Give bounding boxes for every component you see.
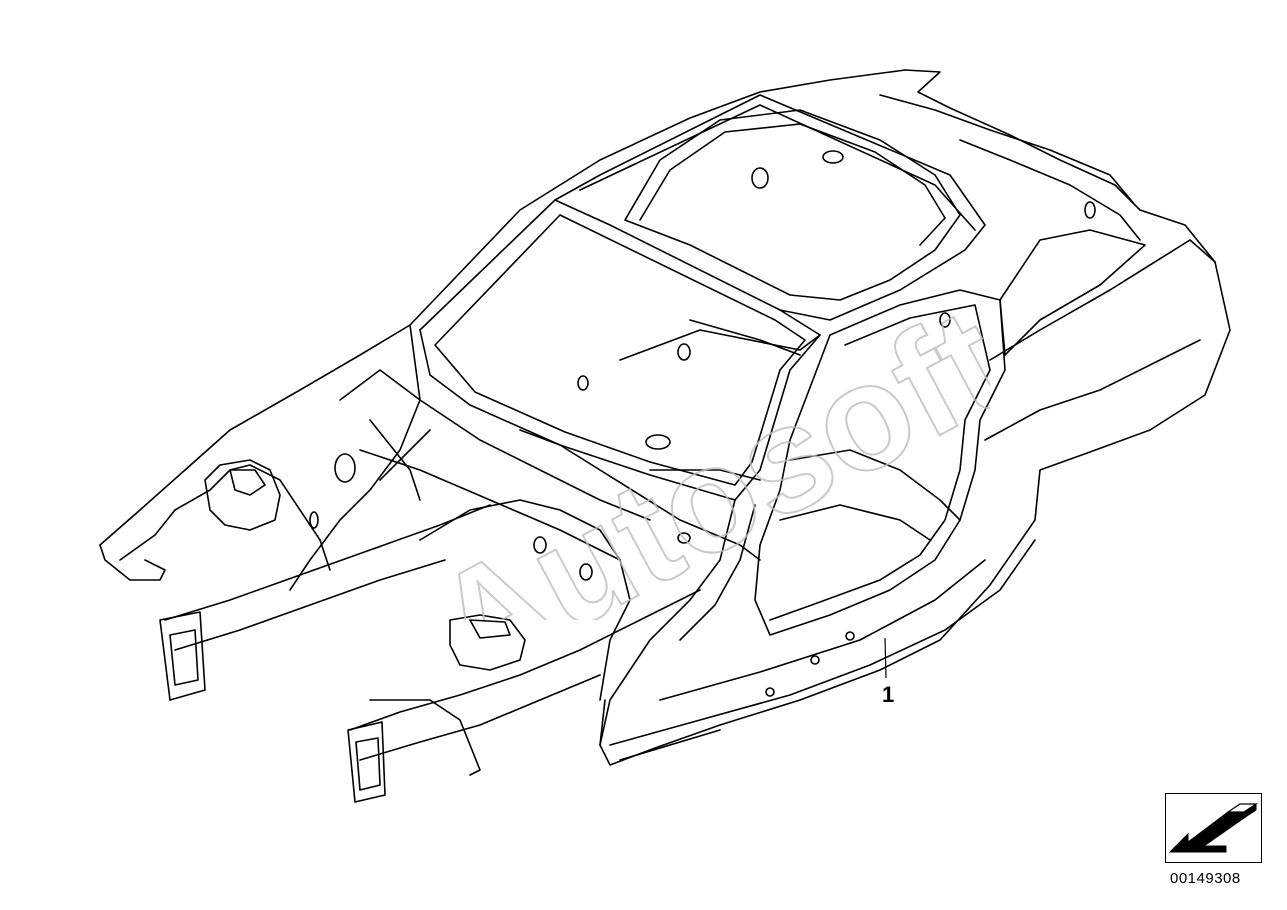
diagram-number: 00149308 [1170,870,1241,887]
floor-pan [559,319,821,561]
orientation-indicator [1165,793,1262,863]
windshield-frame [419,199,821,501]
firewall [339,369,651,561]
rear-deck [879,94,1136,206]
side-sill [609,539,1036,761]
rear-roof-opening [624,109,961,301]
watermark: Autosoft [406,300,990,620]
panel-holes [309,150,1096,697]
right-front-rail [349,589,701,761]
left-front-rail [164,504,491,651]
a-pillar [599,499,736,746]
left-front-wheel-arch [99,324,421,591]
rear-quarter-window [999,229,1146,356]
rear-quarter-panel [984,239,1216,441]
part-number-label: 1 [882,682,895,707]
roof-crossbar [554,94,986,321]
door-opening [754,289,1006,636]
right-crash-box [347,721,386,803]
watermark-text: Autosoft [407,300,990,620]
part-leader-line [884,637,887,679]
right-front-wheel-arch [419,499,631,701]
direction-arrow-icon [1168,803,1258,853]
left-crash-box [159,611,206,701]
left-strut-tower [204,459,281,531]
